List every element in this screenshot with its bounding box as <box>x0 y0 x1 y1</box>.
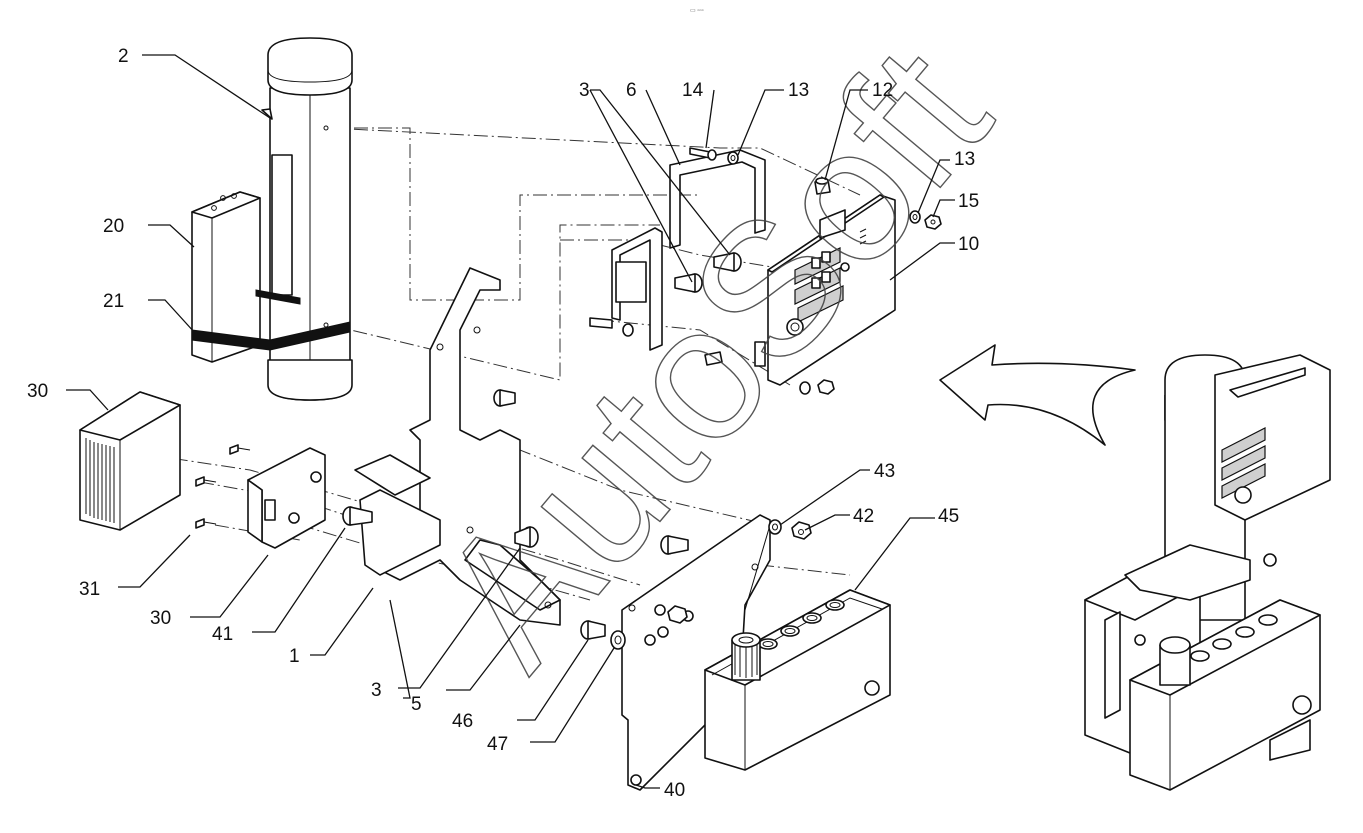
callout-42: 42 <box>853 506 874 527</box>
callout-31: 31 <box>79 579 100 600</box>
pcb-relay-blocks <box>794 247 844 323</box>
part-1-main-bracket <box>354 267 561 626</box>
part-30-cover <box>79 391 181 531</box>
part-21-strap <box>191 289 351 351</box>
part-30-bracket <box>247 447 326 549</box>
callout-10: 10 <box>958 234 979 255</box>
part-14-screw <box>689 147 717 161</box>
callout-45: 45 <box>938 506 959 527</box>
callout-13-right: 13 <box>954 149 975 170</box>
assembled-glands <box>1190 614 1278 662</box>
curved-arrow-icon <box>939 344 1136 446</box>
part-13-washer-top <box>727 151 739 165</box>
leader-lines <box>66 54 955 789</box>
part-10-circuit-board <box>754 194 896 386</box>
callout-14: 14 <box>682 80 704 101</box>
part-31-screws <box>195 444 251 529</box>
callout-6: 6 <box>626 80 637 101</box>
callout-30-cover: 30 <box>27 381 48 402</box>
callout-1: 1 <box>289 646 300 667</box>
assembled-view <box>1084 354 1331 791</box>
bracket-pins <box>493 389 689 555</box>
callout-13-top: 13 <box>788 80 809 101</box>
callout-15: 15 <box>958 191 979 212</box>
callout-47: 47 <box>487 734 508 755</box>
connector-large <box>731 632 761 681</box>
callout-2: 2 <box>118 46 129 67</box>
plate-nut <box>667 605 688 624</box>
callout-12: 12 <box>872 80 893 101</box>
part-2-profile-column <box>267 37 353 401</box>
part-47-washer <box>610 630 626 650</box>
assembled-relays <box>1221 427 1266 499</box>
callout-21: 21 <box>103 291 124 312</box>
callout-40: 40 <box>664 780 685 801</box>
callout-43: 43 <box>874 461 895 482</box>
part-13-washer-right <box>909 210 921 224</box>
part-42-nut <box>791 521 812 540</box>
callout-5: 5 <box>411 694 422 715</box>
callout-20: 20 <box>103 216 124 237</box>
callout-30-bracket: 30 <box>150 608 171 629</box>
callout-46: 46 <box>452 711 473 732</box>
header-mark: ▭ ▫▫▫ <box>690 8 704 14</box>
pcb-standoffs <box>704 351 835 395</box>
callout-41: 41 <box>212 624 233 645</box>
callout-3-lower: 3 <box>371 680 382 701</box>
part-3-screw-lower <box>514 526 539 548</box>
part-6-hoop-bracket <box>611 149 766 351</box>
part-43-washer <box>768 519 782 535</box>
part-46-bolt <box>580 620 606 640</box>
part-41-bolt <box>342 506 373 526</box>
part-20-module <box>191 191 261 363</box>
part-45-junction-box <box>704 589 891 771</box>
callout-labels: 2 20 21 30 31 30 41 1 3 5 46 47 40 3 6 1… <box>27 46 979 801</box>
cable-glands <box>758 599 845 650</box>
callout-3-upper: 3 <box>579 80 590 101</box>
part-15-nut <box>924 214 942 230</box>
